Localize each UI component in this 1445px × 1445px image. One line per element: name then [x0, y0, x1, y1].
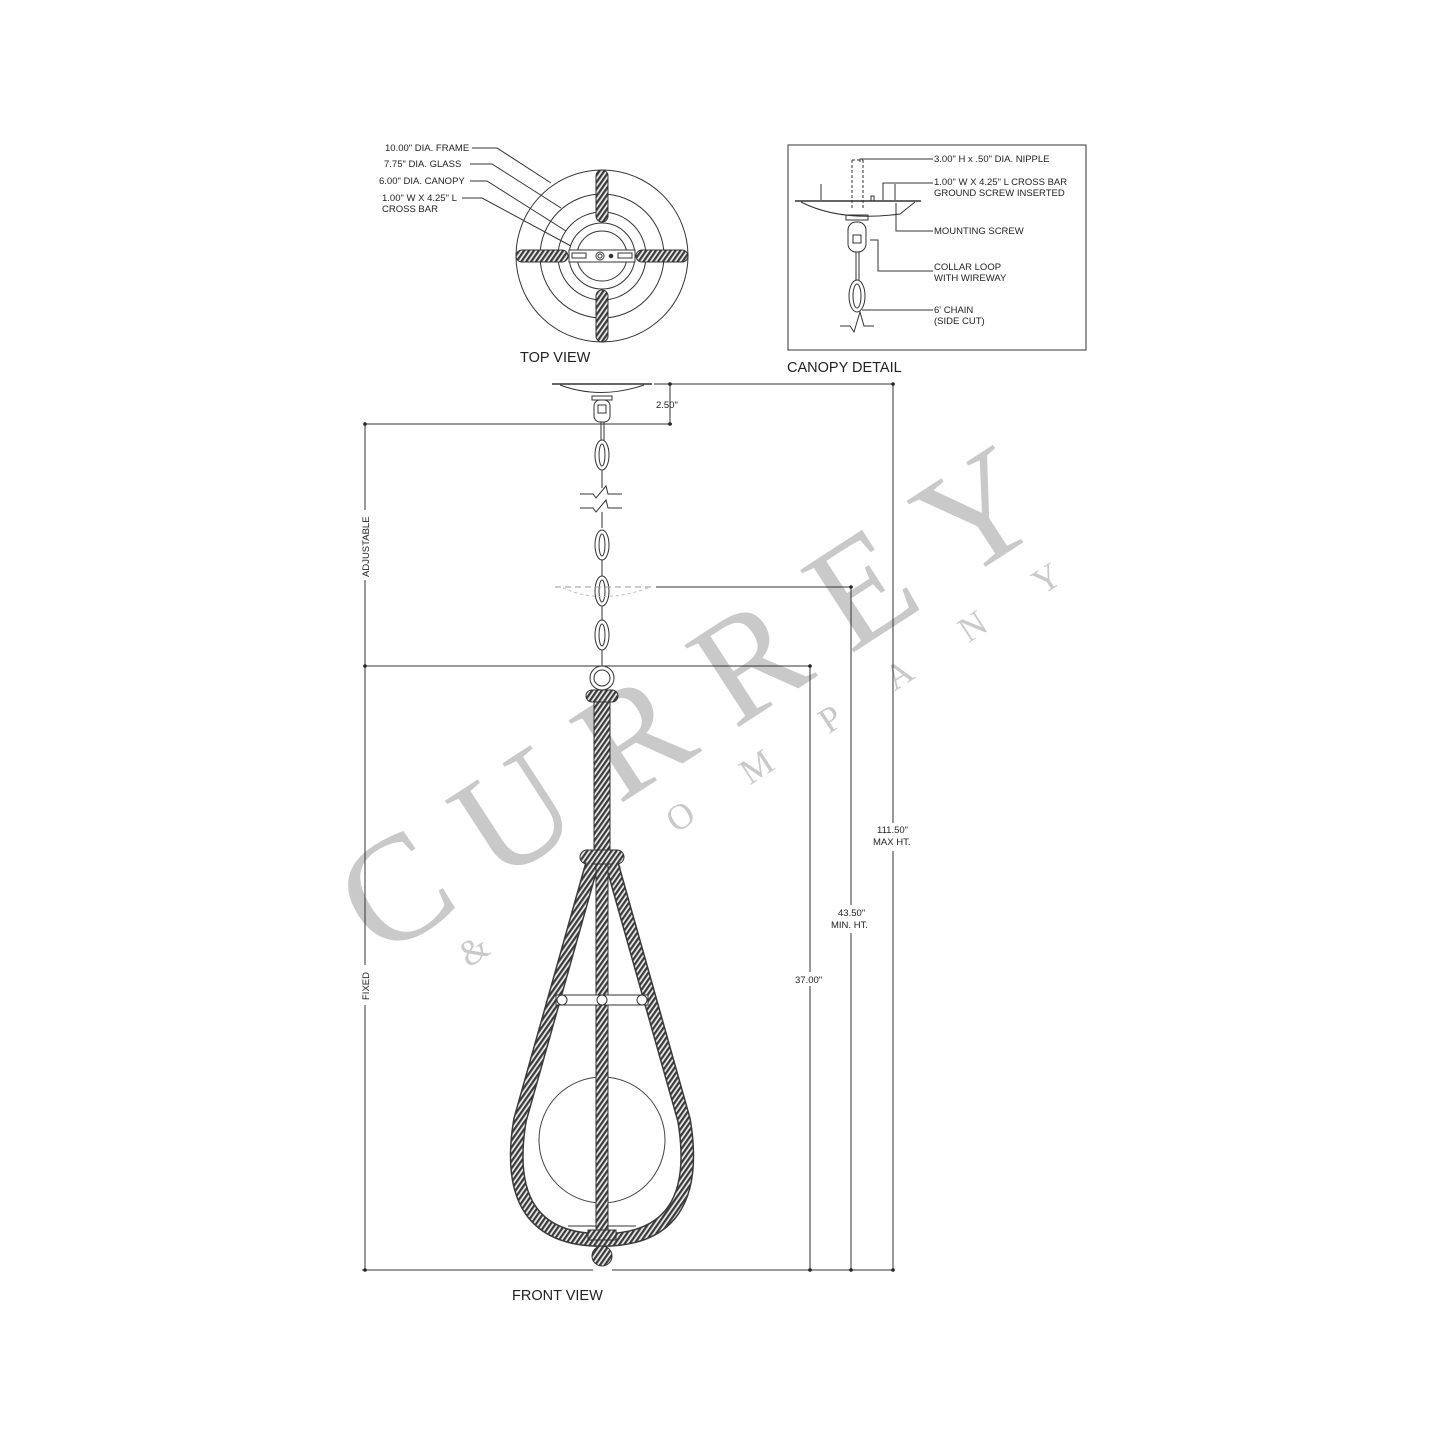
front-view: [362, 383, 894, 1271]
canopy-detail-title: CANOPY DETAIL: [787, 360, 902, 376]
label-masks: [356, 510, 918, 1005]
top-view: [462, 147, 689, 343]
callout-nipple: 3.00" H x .50" DIA. NIPPLE: [934, 154, 1050, 165]
canopy-detail-callouts: 3.00" H x .50" DIA. NIPPLE 1.00" W X 4.2…: [787, 154, 1067, 376]
top-view-callouts: 10.00" DIA. FRAME 7.75" DIA. GLASS 6.00"…: [379, 143, 591, 366]
watermark-brand: CURREY: [308, 393, 1100, 988]
callout-frame: 10.00" DIA. FRAME: [385, 143, 469, 154]
dim-adjustable: ADJUSTABLE: [361, 516, 372, 577]
front-view-title: FRONT VIEW: [512, 1288, 603, 1304]
dim-max-height-label: MAX HT.: [873, 837, 910, 848]
callout-ground-screw: GROUND SCREW INSERTED: [934, 188, 1065, 199]
front-view-labels: 2.50" ADJUSTABLE FIXED 37.00" 43.50" MIN…: [361, 400, 910, 1304]
callout-side-cut: (SIDE CUT): [934, 316, 985, 327]
callout-glass: 7.75" DIA. GLASS: [384, 159, 461, 170]
dim-canopy-height: 2.50": [656, 400, 678, 411]
callout-wireway: WITH WIREWAY: [934, 273, 1007, 284]
dim-max-height-value: 111.50": [877, 825, 908, 836]
canopy-detail: [787, 144, 1087, 351]
watermark: CURREY & COMPANY: [308, 393, 1121, 988]
callout-collar-loop: COLLAR LOOP: [934, 262, 1001, 273]
top-view-title: TOP VIEW: [520, 350, 591, 366]
callout-crossbar-2: CROSS BAR: [382, 204, 438, 215]
callout-mounting-screw: MOUNTING SCREW: [934, 226, 1024, 237]
dim-min-height-value: 43.50": [838, 908, 865, 919]
callout-canopy: 6.00" DIA. CANOPY: [379, 176, 465, 187]
callout-crossbar-detail: 1.00" W X 4.25" L CROSS BAR: [934, 177, 1067, 188]
dim-fixed: FIXED: [361, 972, 372, 1000]
callout-chain: 6' CHAIN: [934, 305, 973, 316]
dimension-ticks: [363, 382, 895, 1272]
dim-fixed-height: 37.00": [795, 975, 822, 986]
dim-min-height-label: MIN. HT.: [831, 920, 868, 931]
callout-crossbar: 1.00" W X 4.25" L: [382, 193, 457, 204]
